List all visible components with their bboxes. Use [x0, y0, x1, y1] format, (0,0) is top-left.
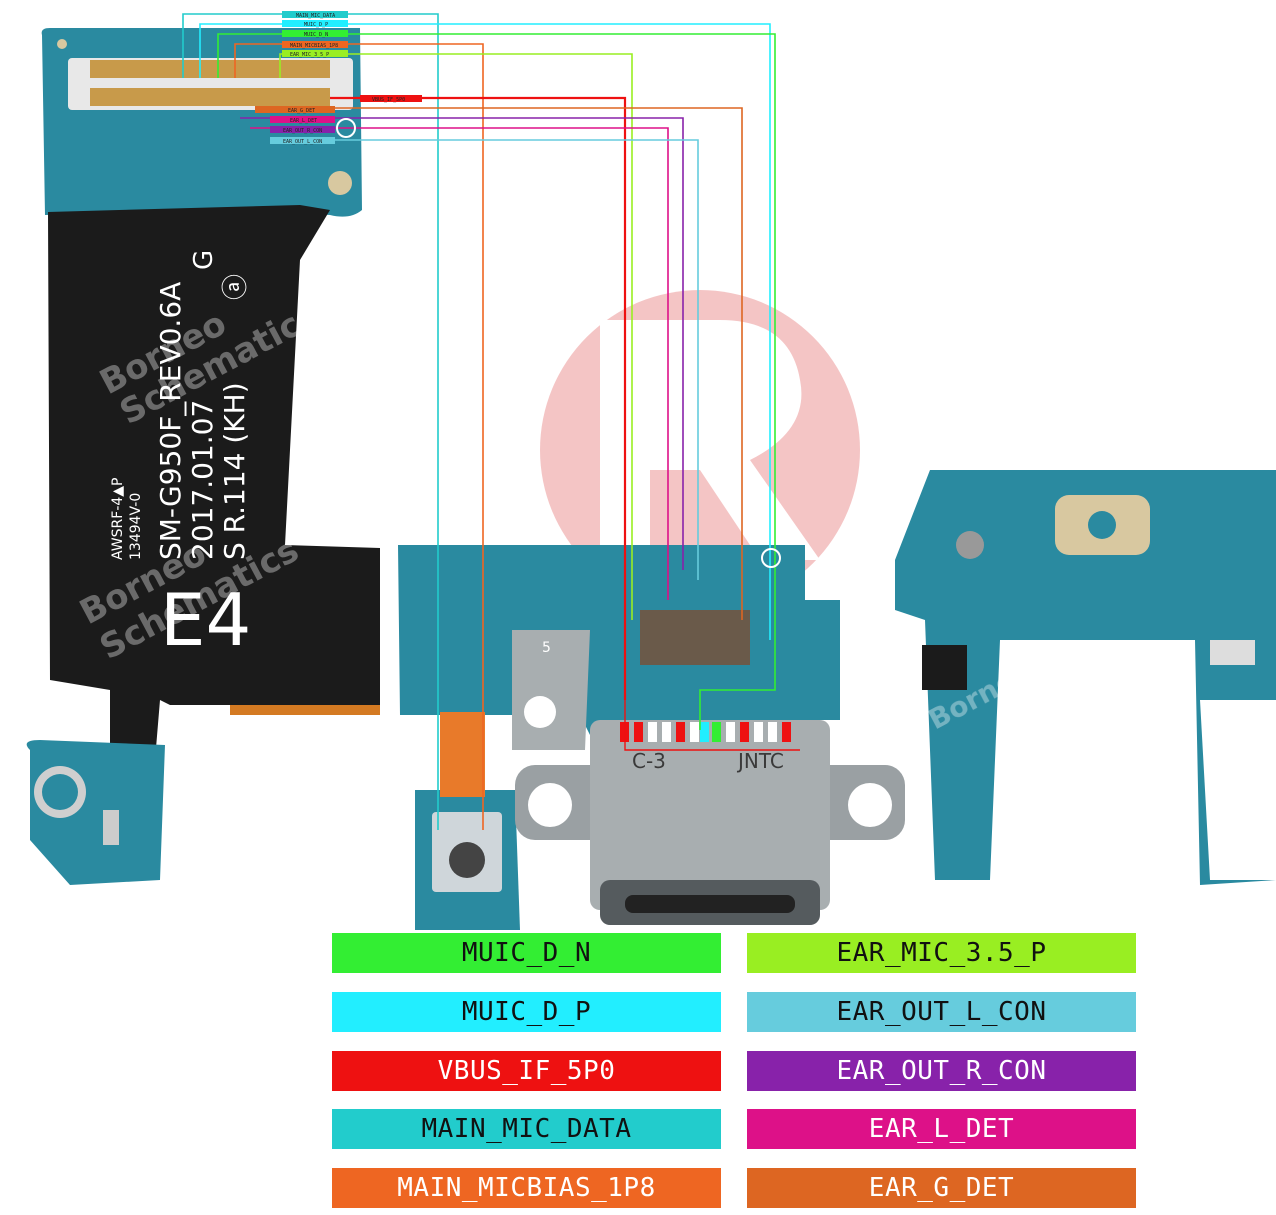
legend-ear-g-det: EAR_G_DET: [747, 1168, 1136, 1208]
usb-pcb: [398, 545, 840, 735]
small-tags: MAIN_MIC_DATA MUIC_D_P MUIC_D_N MAIN_MIC…: [255, 11, 422, 145]
legend-vbus-if-5p0: VBUS_IF_5P0: [332, 1051, 721, 1091]
connector-label-left: C-3: [632, 749, 666, 773]
usb-c-connector: [515, 720, 905, 925]
legend-main-mic-data: MAIN_MIC_DATA: [332, 1109, 721, 1149]
tag-vbus: VBUS_IF_5P0: [372, 97, 405, 103]
tag-ear-out-l: EAR_OUT_L_CON: [283, 139, 322, 145]
tag-ear-mic: EAR_MIC_3_5_P: [290, 52, 329, 58]
silk-code2: 13494V-0: [128, 493, 144, 560]
silk-date: 2017.01.07: [186, 400, 219, 560]
watermark-logo: [540, 290, 860, 610]
legend-ear-out-r-con: EAR_OUT_R_CON: [747, 1051, 1136, 1091]
tag-muic-d-n: MUIC_D_N: [304, 32, 328, 38]
legend-main-micbias-1p8: MAIN_MICBIAS_1P8: [332, 1168, 721, 1208]
legend-muic-d-p: MUIC_D_P: [332, 992, 721, 1032]
ic-center: [640, 610, 750, 665]
tag-micbias: MAIN_MICBIAS_1P8: [290, 43, 338, 49]
right-pcb: [895, 470, 1276, 885]
bracket: [512, 630, 590, 750]
silkscreen-block: SM-G950F_REV0.6A 2017.01.07 S R.114 (KH)…: [154, 250, 251, 560]
pad-label: 5: [542, 640, 551, 656]
flex-cable: [48, 205, 380, 760]
tag-ear-out-r: EAR_OUT_R_CON: [283, 128, 322, 134]
legend-ear-l-det: EAR_L_DET: [747, 1109, 1136, 1149]
tag-muic-d-p: MUIC_D_P: [304, 22, 328, 28]
ic-chip: [922, 645, 967, 690]
silk-rev: S R.114 (KH): [218, 382, 251, 560]
tag-ear-g-det: EAR_G_DET: [288, 108, 315, 114]
mic-flex: [440, 712, 485, 797]
legend-ear-out-l-con: EAR_OUT_L_CON: [747, 992, 1136, 1032]
silk-model: SM-G950F_REV0.6A: [154, 282, 187, 560]
rf-connector: [956, 531, 984, 559]
connector-label-right: JNTC: [736, 749, 784, 773]
left-spring-contact: [103, 810, 119, 845]
silk-a: ⓐ: [221, 274, 251, 300]
tag-ear-l-det: EAR_L_DET: [290, 118, 317, 124]
right-chip: [1210, 640, 1255, 665]
tag-main-mic-data: MAIN_MIC_DATA: [296, 13, 335, 19]
silk-g: G: [189, 250, 219, 270]
screw-hole-top: [328, 171, 352, 195]
legend-ear-mic-3-5-p: EAR_MIC_3.5_P: [747, 933, 1136, 973]
silk-e4: E4: [160, 578, 251, 662]
silk-code-block: AWSRF-4▲P 13494V-0: [110, 478, 144, 561]
legend-muic-d-n: MUIC_D_N: [332, 933, 721, 973]
flex-stiffener: [230, 705, 380, 715]
silk-code1: AWSRF-4▲P: [110, 478, 126, 561]
